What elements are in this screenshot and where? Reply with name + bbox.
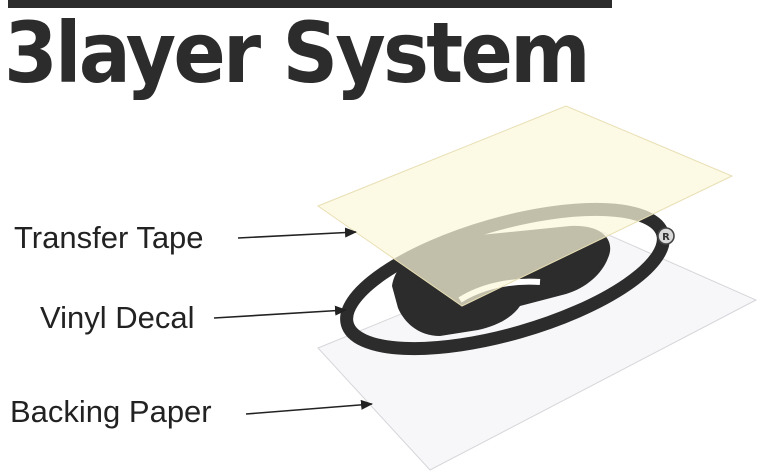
vinyl-decal-label: Vinyl Decal xyxy=(40,300,195,335)
backing-paper-label: Backing Paper xyxy=(10,394,212,429)
transfer-tape-arrow xyxy=(237,227,357,239)
transfer-tape-sheet xyxy=(316,105,734,307)
title-top-rule xyxy=(8,0,612,8)
backing-paper-arrow xyxy=(245,399,373,415)
vinyl-decal-arrow xyxy=(213,305,347,319)
transfer-tape-label: Transfer Tape xyxy=(14,220,204,255)
diagram-title: 3layer System xyxy=(4,4,591,102)
registered-mark-letter: R xyxy=(662,232,670,243)
registered-mark: R xyxy=(657,227,675,245)
